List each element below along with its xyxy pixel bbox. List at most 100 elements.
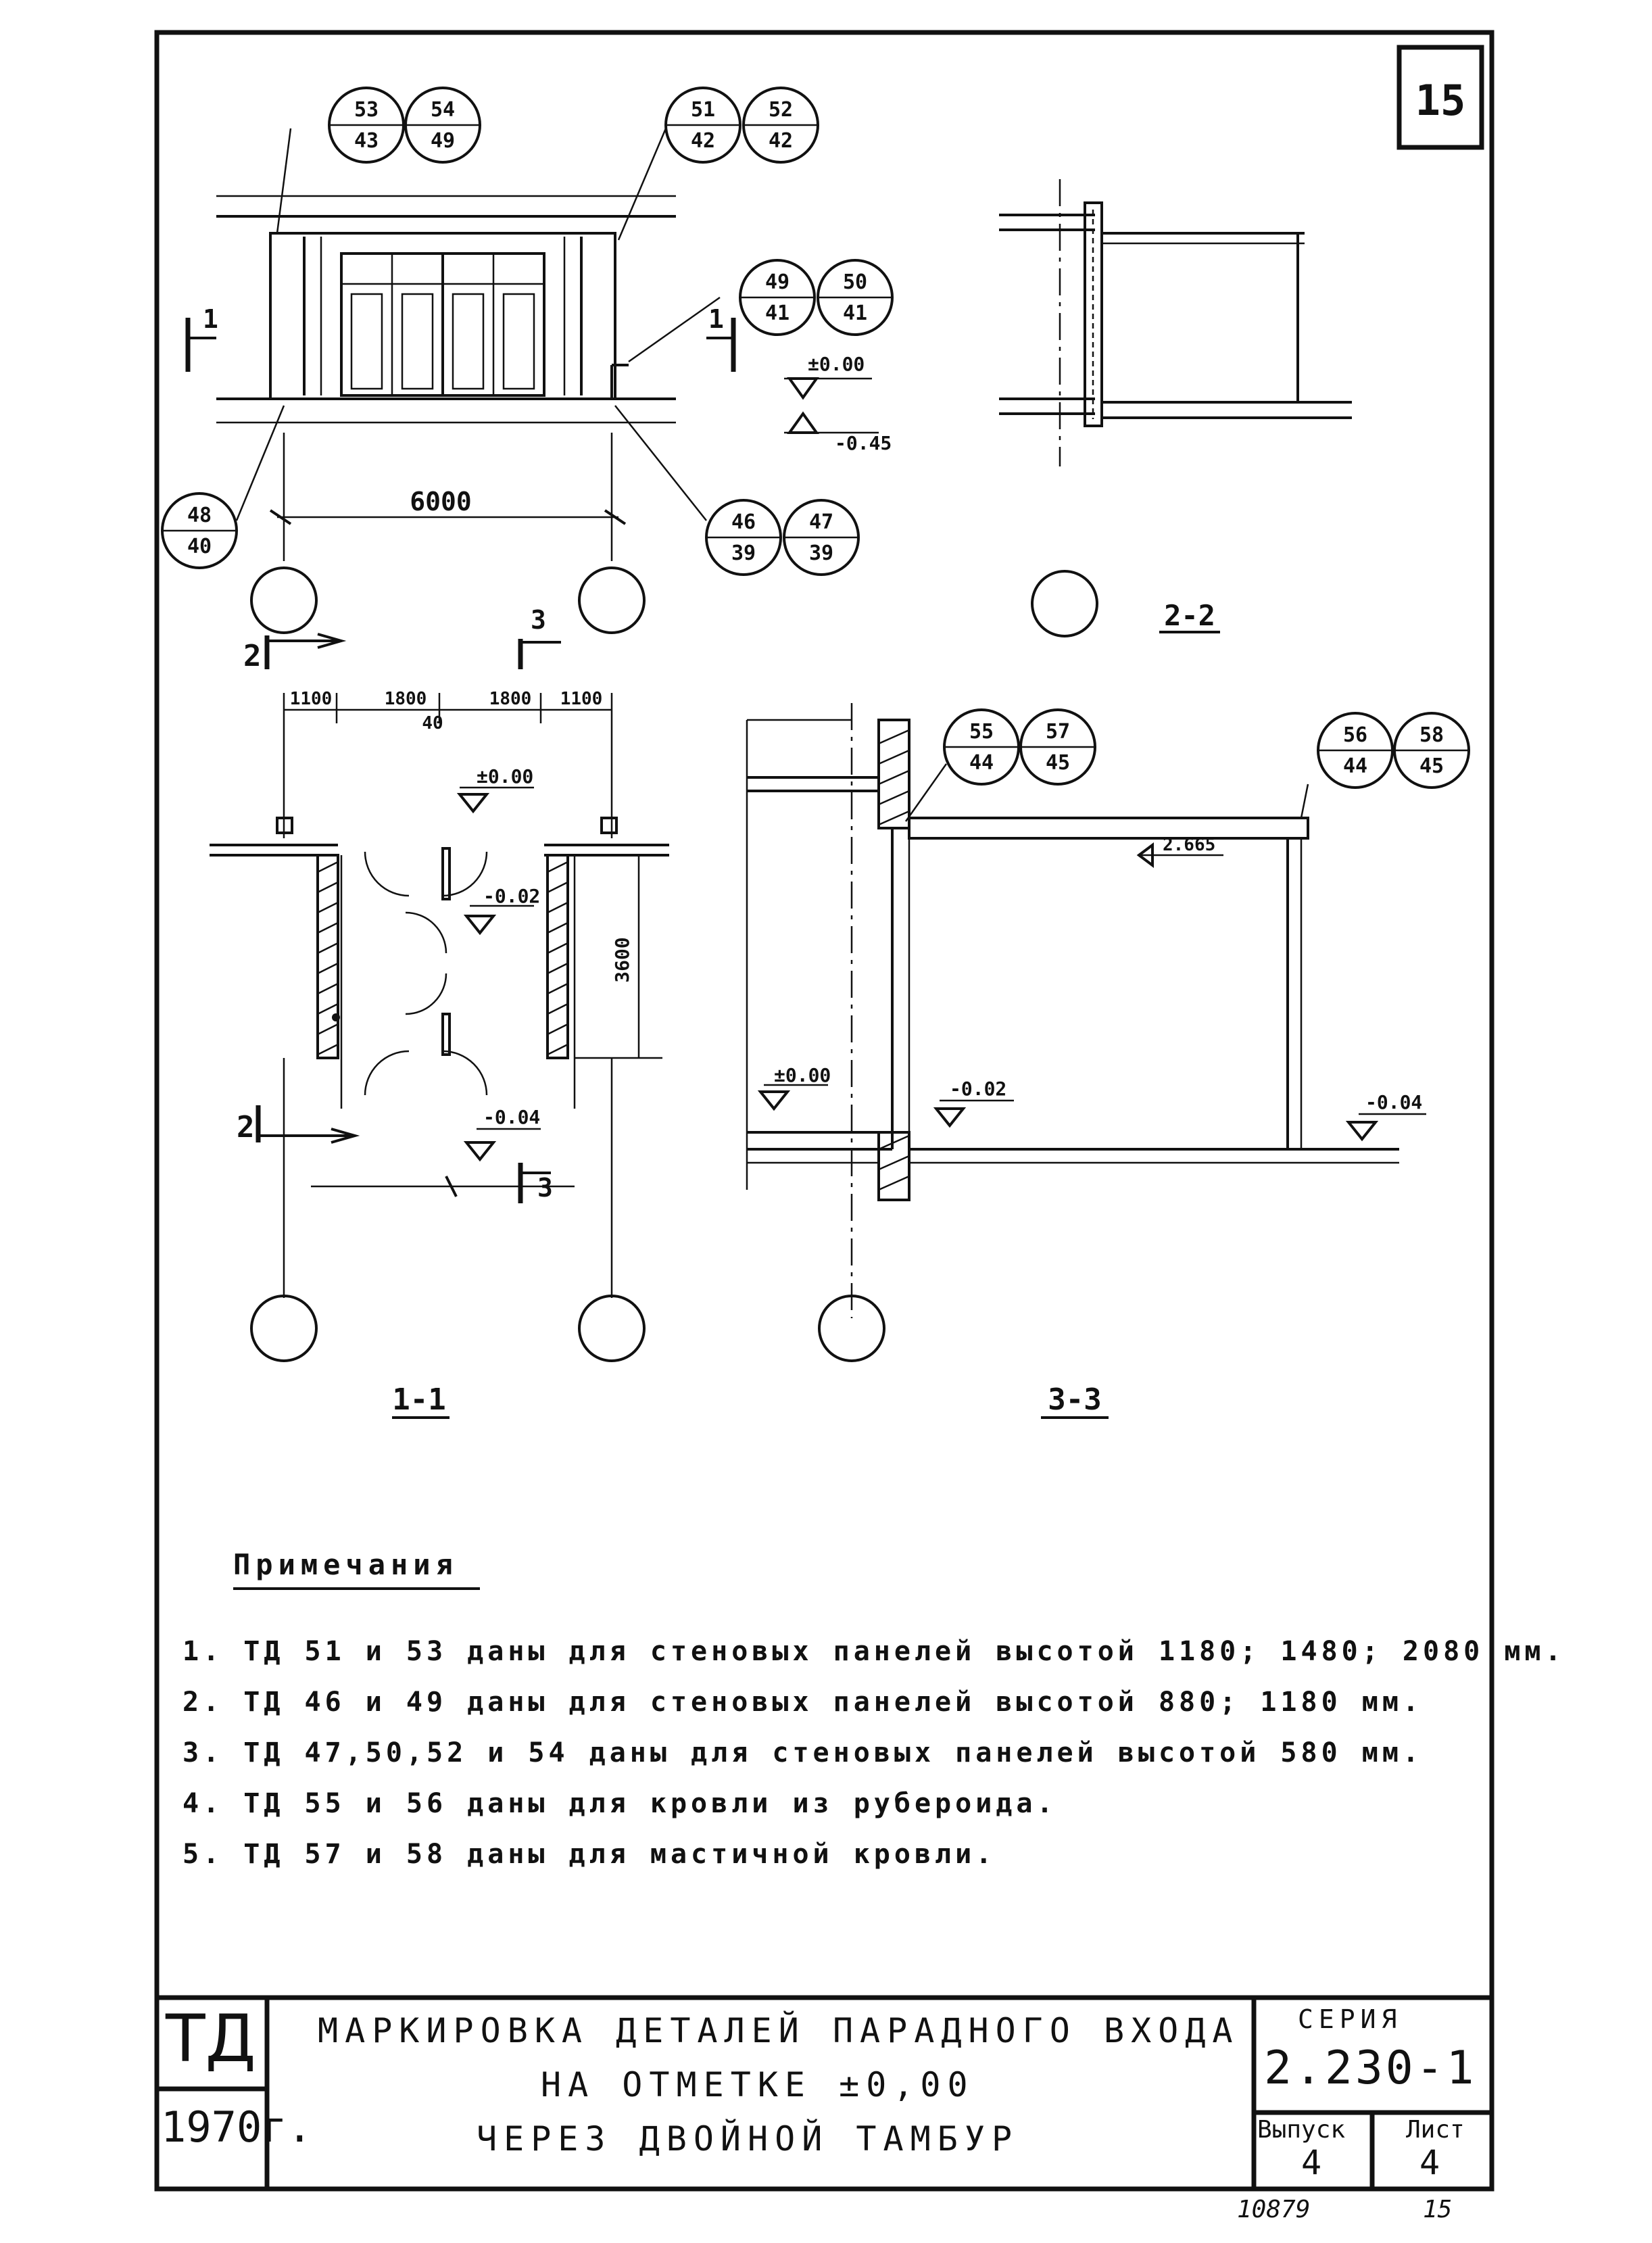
parapet-wall: [877, 719, 910, 829]
svg-text:-0.02: -0.02: [950, 1078, 1006, 1100]
section-3-3-label: 3-3: [1048, 1382, 1101, 1417]
title-line-3: через двойной тамбур: [477, 2119, 1019, 2158]
detail-bubble: 48 40: [161, 492, 238, 569]
svg-text:±0.00: ±0.00: [774, 1064, 831, 1086]
door-window-panel: [340, 252, 545, 397]
svg-text:±0.00: ±0.00: [808, 353, 865, 375]
svg-text:56: 56: [1343, 723, 1367, 747]
dim-1800-right: 1800: [489, 689, 532, 709]
detail-bubble: 55 44: [943, 708, 1020, 786]
svg-text:58: 58: [1419, 723, 1444, 747]
detail-bubble: 54 49: [404, 87, 481, 164]
title-block: [157, 1995, 1492, 2189]
svg-text:44: 44: [969, 751, 994, 775]
elevation-view: 6000 1 1 ±0.00 -0.45: [185, 128, 892, 634]
cut-mark-3-bottom: 3: [537, 1173, 553, 1203]
note-item: 4. ТД 55 и 56 даны для кровли из руберои…: [183, 1788, 1057, 1819]
dim-1800-left: 1800: [385, 689, 427, 709]
sheet-number-box: [1396, 45, 1484, 150]
svg-text:±0.00: ±0.00: [477, 765, 533, 788]
svg-text:49: 49: [431, 129, 455, 153]
section-3-3: ±0.00 -0.02 -0.04 2.665 3-3 55 44: [746, 703, 1470, 1419]
sheet-number: 15: [1415, 76, 1466, 125]
detail-bubble: 52 42: [742, 87, 819, 164]
issue-value: 4: [1301, 2143, 1322, 2182]
detail-bubbles-elevation: 53 43 54 49 51 42 52 42 49 41 50 41: [161, 87, 894, 576]
page-mark: 15: [1423, 2196, 1453, 2223]
archive-number: 10879: [1237, 2196, 1311, 2223]
svg-text:39: 39: [809, 541, 833, 565]
door-swing: [364, 851, 410, 897]
svg-text:41: 41: [765, 302, 789, 325]
series-value: 2.230-1: [1264, 2042, 1477, 2095]
elevation-width-dim: 6000: [410, 487, 472, 516]
svg-text:57: 57: [1046, 720, 1070, 744]
dim-1100-right: 1100: [560, 689, 603, 709]
notes-heading: Примечания: [233, 1548, 458, 1581]
detail-bubble: 53 43: [328, 87, 405, 164]
svg-text:41: 41: [843, 302, 867, 325]
series-label: Серия: [1298, 2004, 1403, 2034]
svg-text:2.665: 2.665: [1163, 835, 1215, 855]
svg-text:51: 51: [691, 98, 715, 122]
note-item: 1. ТД 51 и 53 даны для стеновых панелей …: [183, 1636, 1565, 1667]
svg-text:46: 46: [731, 510, 756, 534]
svg-text:49: 49: [765, 270, 789, 294]
level-mark: -0.02: [933, 1078, 1014, 1128]
cut-mark-1-left: 1: [203, 304, 218, 334]
level-mark-0-00: ±0.00: [784, 353, 872, 400]
detail-bubble: 47 39: [783, 499, 860, 576]
detail-bubble: 58 45: [1393, 712, 1470, 789]
title-year: 1970г.: [161, 2102, 312, 2152]
dim-3600: 3600: [611, 937, 633, 982]
axis-bubble-right: [578, 1295, 646, 1362]
detail-bubble: 46 39: [705, 499, 782, 576]
svg-text:55: 55: [969, 720, 994, 744]
section-2-2: 2-2: [999, 179, 1352, 637]
svg-text:40: 40: [187, 535, 212, 558]
level-mark: -0.04: [463, 1106, 541, 1162]
level-mark: ±0.00: [757, 1064, 831, 1111]
level-mark: -0.04: [1345, 1091, 1426, 1142]
dim-1100-left: 1100: [290, 689, 333, 709]
cut-mark-2-top: 2: [243, 639, 262, 673]
svg-text:50: 50: [843, 270, 867, 294]
note-item: 5. ТД 57 и 58 даны для мастичной кровли.: [183, 1839, 996, 1870]
title-logo: ТД: [166, 2001, 256, 2077]
cut-mark-2-bottom: 2: [237, 1110, 255, 1144]
cut-mark-1-right: 1: [708, 304, 724, 334]
detail-bubble: 56 44: [1317, 712, 1394, 789]
detail-bubble: 57 45: [1019, 708, 1096, 786]
svg-text:45: 45: [1419, 754, 1444, 778]
detail-bubble: 51 42: [664, 87, 742, 164]
svg-text:-0.02: -0.02: [483, 885, 540, 907]
note-item: 2. ТД 46 и 49 даны для стеновых панелей …: [183, 1687, 1424, 1718]
door-swing: [442, 1050, 488, 1096]
wall-panel: [1084, 201, 1103, 427]
dim-40: 40: [422, 713, 443, 733]
svg-text:48: 48: [187, 504, 212, 527]
axis-bubble-left: [250, 1295, 318, 1362]
svg-text:52: 52: [769, 98, 793, 122]
axis-bubble-right: [578, 566, 646, 634]
axis-bubble: [1031, 570, 1098, 637]
title-line-1: Маркировка деталей парадного входа: [318, 2011, 1240, 2050]
level-mark: ±0.00: [456, 765, 534, 814]
cut-mark-3-top: 3: [531, 605, 546, 635]
sheet-value: 4: [1419, 2143, 1440, 2182]
level-mark-minus-0-45: -0.45: [784, 411, 892, 454]
svg-text:47: 47: [809, 510, 833, 534]
side-wall-right: [546, 854, 569, 1059]
issue-label: Выпуск: [1257, 2116, 1346, 2144]
svg-text:53: 53: [354, 98, 379, 122]
detail-bubble: 50 41: [817, 259, 894, 336]
svg-text:42: 42: [769, 129, 793, 153]
sheet-label: Лист: [1406, 2116, 1465, 2144]
canopy-roof: [908, 817, 1309, 840]
svg-text:-0.45: -0.45: [835, 432, 892, 454]
svg-text:39: 39: [731, 541, 756, 565]
svg-text:-0.04: -0.04: [1365, 1091, 1422, 1113]
axis-bubble: [818, 1295, 885, 1362]
sheet-frame: [154, 30, 1495, 2192]
